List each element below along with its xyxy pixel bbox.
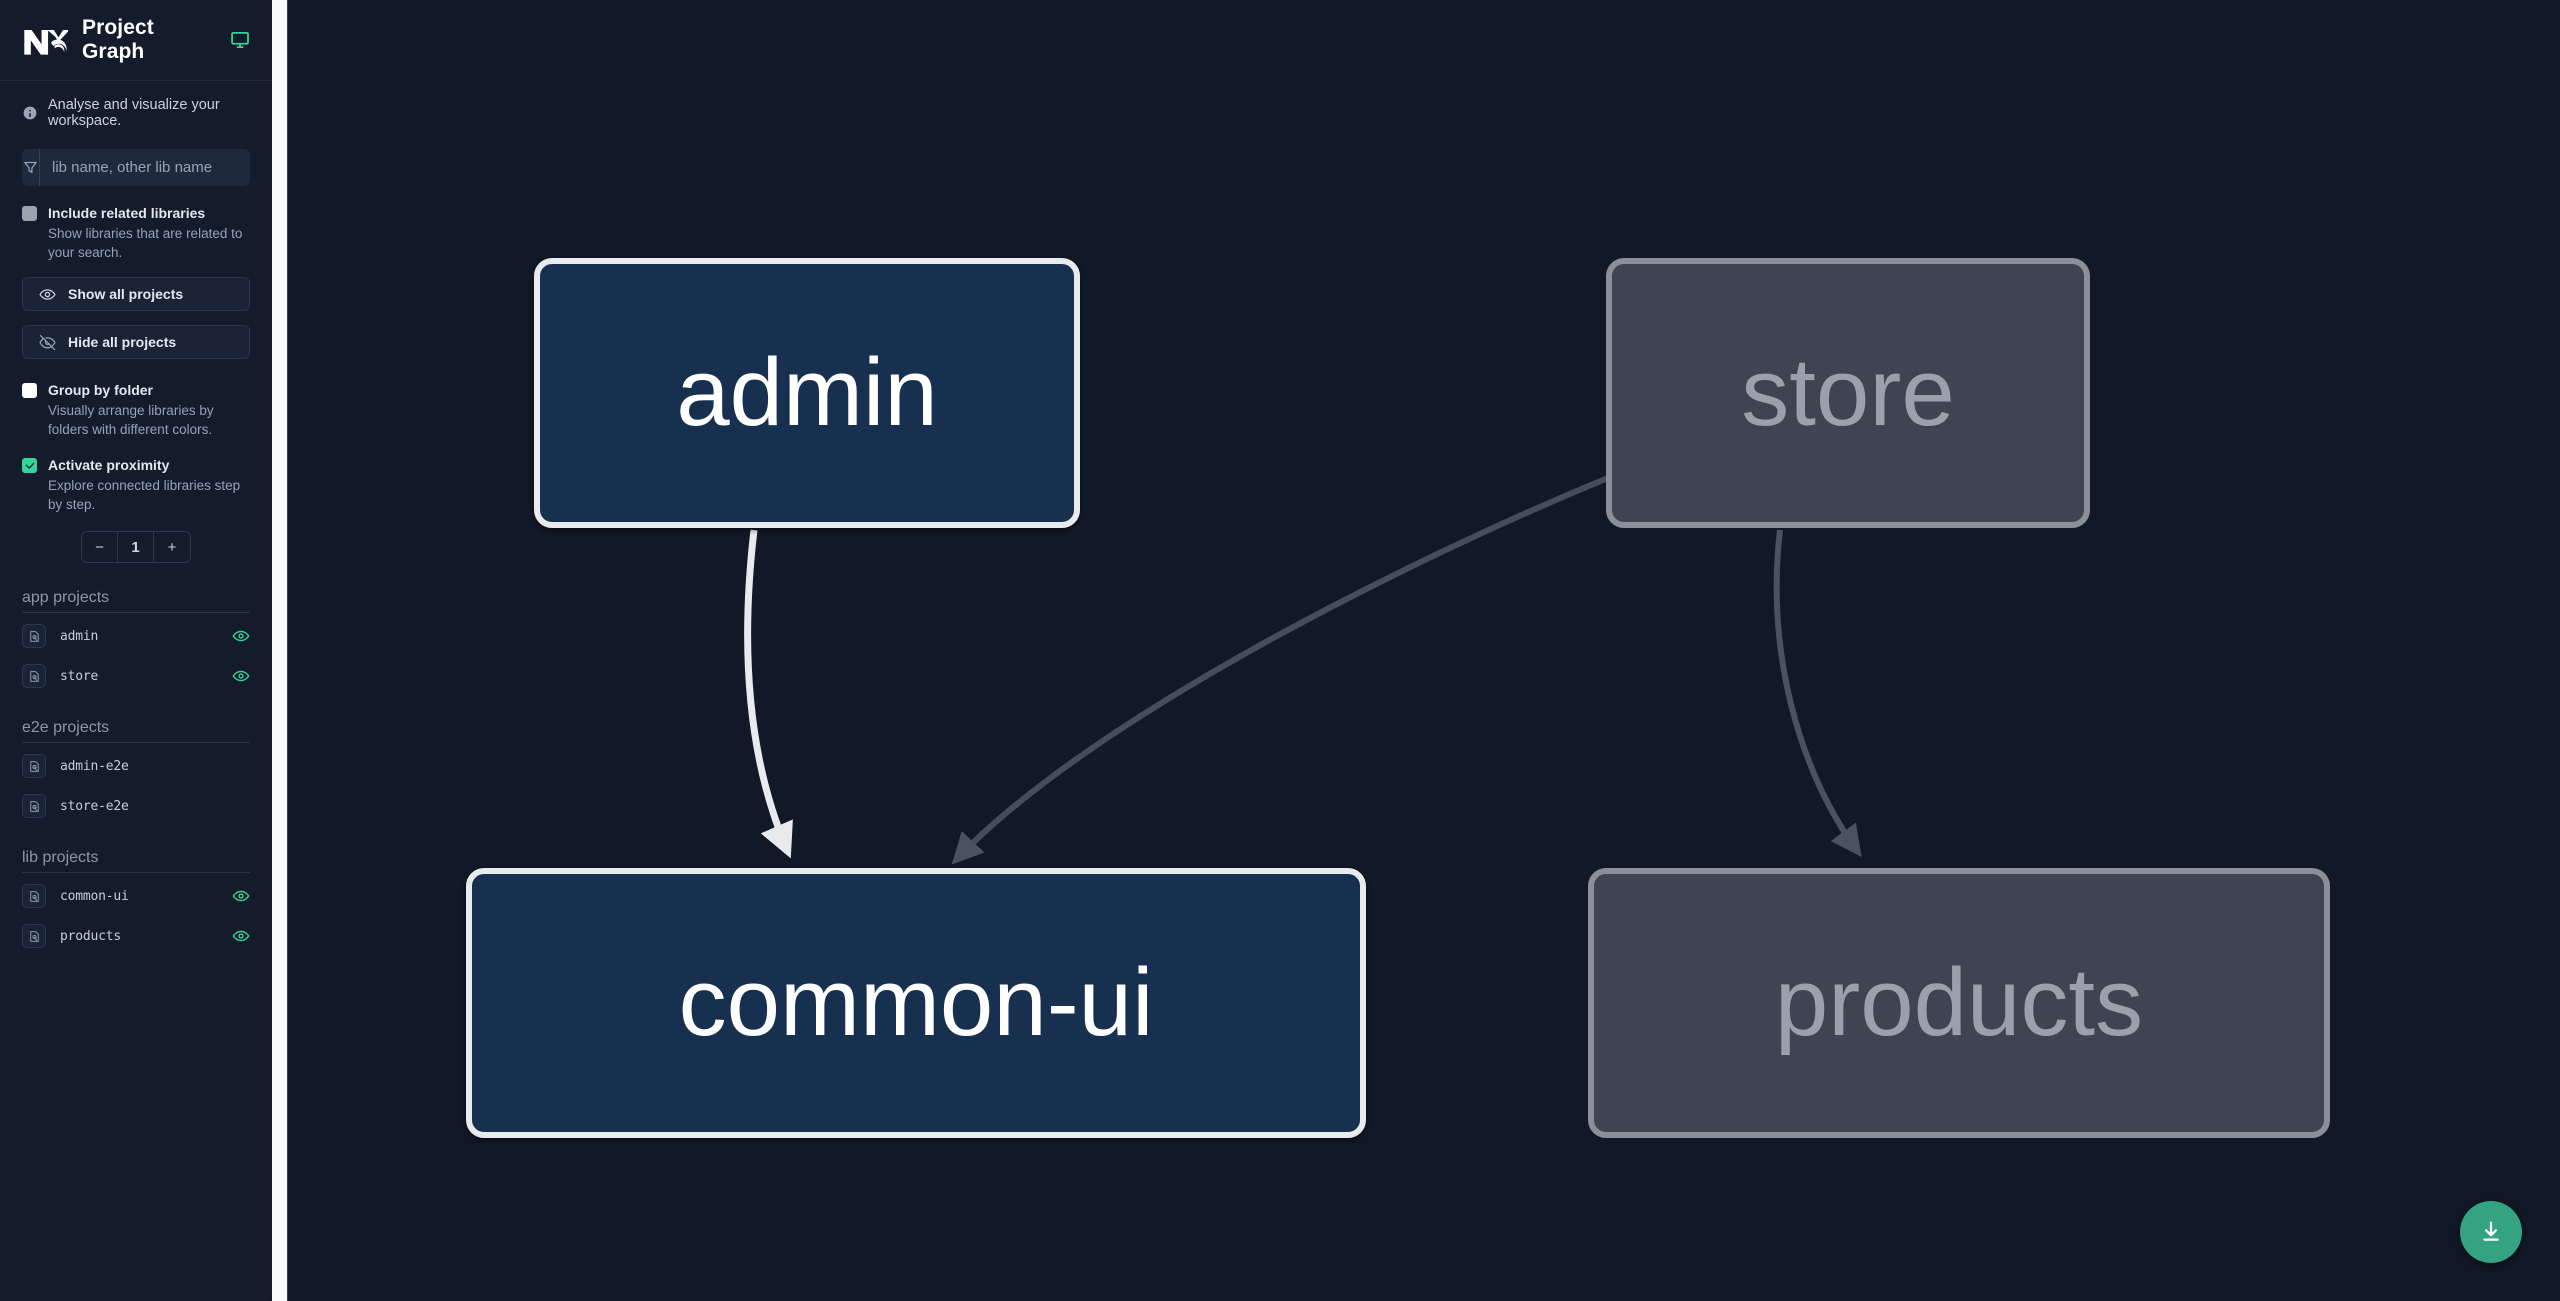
- include-related-label: Include related libraries: [48, 205, 206, 221]
- edge-admin-to-common-ui: [744, 529, 793, 859]
- activate-proximity-checkbox[interactable]: [22, 458, 37, 474]
- project-visibility-toggle[interactable]: [232, 927, 250, 945]
- project-icon-box: [22, 794, 46, 819]
- edge-store-to-common-ui: [951, 475, 1610, 865]
- page-title: Project Graph: [82, 16, 154, 63]
- filter-icon: [24, 161, 37, 174]
- eye-off-icon: [39, 334, 56, 350]
- project-icon-box: [22, 924, 46, 949]
- project-group-heading: app projects: [22, 589, 250, 614]
- graph-node-label: common-ui: [678, 949, 1154, 1056]
- project-list-item-products[interactable]: products: [22, 919, 250, 953]
- check-icon: [25, 462, 34, 469]
- filter-icon-box: [22, 149, 40, 186]
- project-file-icon: [29, 670, 39, 682]
- project-list-item-admin-e2e[interactable]: admin-e2e: [22, 749, 250, 783]
- hide-all-projects-label: Hide all projects: [68, 334, 177, 351]
- download-icon: [2483, 1221, 2499, 1241]
- project-file-icon: [29, 760, 39, 772]
- project-icon-box: [22, 624, 46, 649]
- include-related-checkbox[interactable]: [22, 206, 37, 221]
- edge-store-to-products: [1773, 529, 1862, 858]
- project-visibility-toggle[interactable]: [232, 627, 250, 645]
- project-list-item-store-e2e[interactable]: store-e2e: [22, 789, 250, 823]
- project-name: admin: [60, 628, 99, 644]
- search-field[interactable]: [22, 149, 250, 186]
- project-icon-box: [22, 754, 46, 779]
- graph-node-common-ui[interactable]: common-ui: [466, 868, 1366, 1138]
- graph-node-label: products: [1774, 949, 2144, 1056]
- graph-node-products[interactable]: products: [1588, 868, 2330, 1138]
- graph-edges: [744, 475, 1862, 865]
- project-list-item-store[interactable]: store: [22, 659, 250, 693]
- show-all-projects-button[interactable]: Show all projects: [22, 277, 250, 312]
- project-visibility-toggle[interactable]: [232, 667, 250, 685]
- sidebar: Project Graph Analyse and visualize your…: [0, 0, 272, 1301]
- project-file-icon: [29, 890, 39, 902]
- activate-proximity-description: Explore connected libraries step by step…: [48, 477, 241, 513]
- hide-all-projects-button[interactable]: Hide all projects: [22, 325, 250, 360]
- subtitle-text: Analyse and visualize your workspace.: [48, 97, 220, 129]
- project-file-icon: [29, 800, 39, 812]
- option-include-related[interactable]: Include related libraries Show libraries…: [22, 204, 250, 263]
- project-groups: app projects admin store e2e projects admin-…: [22, 589, 250, 953]
- project-list-item-common-ui[interactable]: common-ui: [22, 879, 250, 913]
- project-file-icon: [29, 930, 39, 942]
- project-name: admin-e2e: [60, 758, 129, 774]
- eye-icon[interactable]: [232, 627, 250, 645]
- info-icon: [23, 106, 37, 120]
- project-group-heading: e2e projects: [22, 719, 250, 744]
- group-by-folder-checkbox[interactable]: [22, 383, 37, 399]
- group-by-folder-description: Visually arrange libraries by folders wi…: [48, 402, 214, 438]
- proximity-stepper[interactable]: − 1 +: [81, 531, 191, 564]
- eye-icon[interactable]: [232, 927, 250, 945]
- monitor-icon[interactable]: [230, 29, 250, 51]
- graph-canvas[interactable]: admin store common-ui products: [288, 0, 2560, 1301]
- project-visibility-toggle[interactable]: [232, 887, 250, 905]
- include-related-description: Show libraries that are related to your …: [48, 225, 243, 261]
- eye-icon[interactable]: [232, 667, 250, 685]
- show-all-projects-label: Show all projects: [68, 286, 184, 303]
- graph-node-store[interactable]: store: [1606, 258, 2090, 528]
- search-input[interactable]: [40, 149, 250, 186]
- option-activate-proximity[interactable]: Activate proximity Explore connected lib…: [22, 456, 250, 515]
- project-name: store-e2e: [60, 798, 129, 814]
- eye-icon: [39, 288, 56, 300]
- project-name: store: [60, 668, 99, 684]
- project-list-item-admin[interactable]: admin: [22, 619, 250, 653]
- nx-logo: [24, 30, 68, 55]
- project-icon-box: [22, 664, 46, 689]
- group-by-folder-label: Group by folder: [48, 382, 153, 399]
- download-graph-button[interactable]: [2460, 1201, 2522, 1263]
- graph-node-admin[interactable]: admin: [534, 258, 1080, 528]
- graph-node-label: admin: [676, 339, 938, 446]
- sidebar-scroll-area: Include related libraries Show libraries…: [0, 139, 272, 1301]
- option-group-by-folder[interactable]: Group by folder Visually arrange librari…: [22, 381, 250, 440]
- sidebar-resize-handle[interactable]: [272, 0, 288, 1301]
- proximity-increment-button[interactable]: +: [167, 538, 177, 556]
- activate-proximity-label: Activate proximity: [48, 457, 170, 474]
- sidebar-subtitle: Analyse and visualize your workspace.: [0, 81, 272, 139]
- graph-node-label: store: [1741, 339, 1955, 446]
- proximity-decrement-button[interactable]: −: [82, 532, 118, 563]
- project-name: products: [60, 928, 122, 944]
- proximity-value: 1: [118, 532, 154, 563]
- eye-icon[interactable]: [232, 887, 250, 905]
- project-icon-box: [22, 884, 46, 909]
- sidebar-header: Project Graph: [0, 0, 272, 81]
- project-file-icon: [29, 630, 39, 642]
- project-group-heading: lib projects: [22, 849, 250, 874]
- project-name: common-ui: [60, 888, 129, 904]
